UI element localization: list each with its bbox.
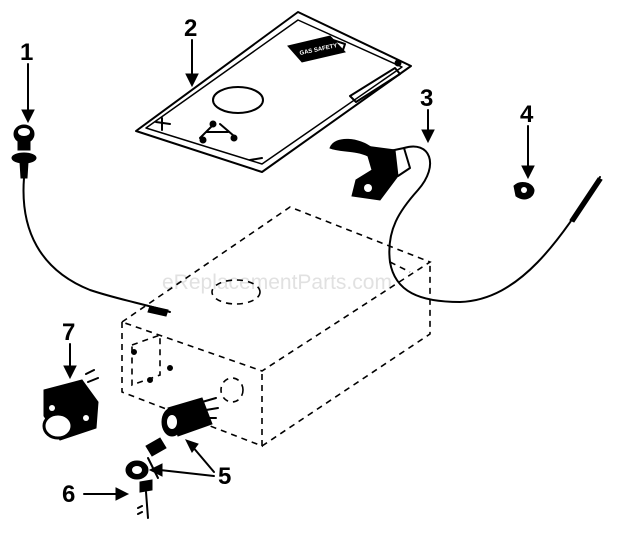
watermark-text: eReplacementParts.com [162,271,392,294]
leader-lines [21,39,535,501]
ignition-switch [161,397,219,437]
cable-clip [513,182,535,200]
callout-3: 3 [420,85,433,112]
push-button-switch [42,369,99,441]
control-box [120,206,432,448]
callout-1: 1 [20,39,33,66]
callout-6: 6 [62,481,75,508]
callout-labels: 1 2 3 4 5 6 7 [20,15,534,508]
keys [125,437,167,519]
throttle-lever-cable [329,138,603,303]
choke-knob-cable [11,124,171,317]
cover-panel: GAS SAFETY [135,11,412,173]
callout-7: 7 [62,319,75,346]
callout-5: 5 [218,463,231,490]
callout-2: 2 [184,15,197,42]
callout-4: 4 [520,101,534,128]
